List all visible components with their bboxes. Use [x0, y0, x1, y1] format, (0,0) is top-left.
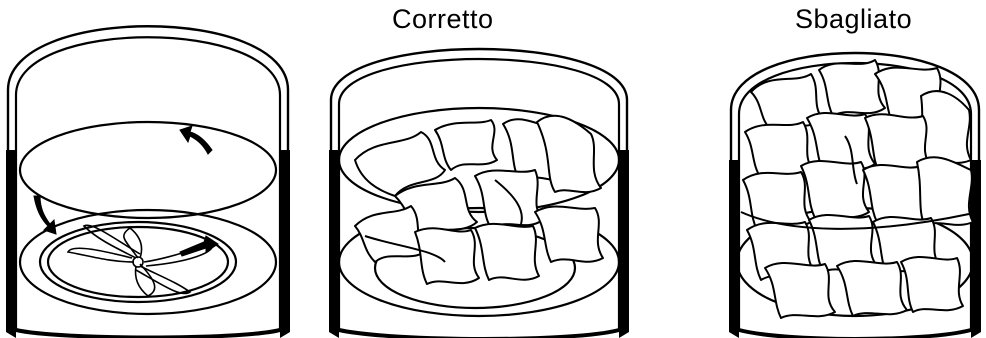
panel-wrong-load: Sbagliato [725, 0, 986, 338]
drum-wrong-illustration [725, 0, 986, 338]
panel-correct-load: Corretto [325, 0, 645, 338]
drum-correct-illustration [325, 0, 645, 338]
drum-illustration [0, 0, 300, 338]
panel-empty-drum [0, 0, 300, 338]
